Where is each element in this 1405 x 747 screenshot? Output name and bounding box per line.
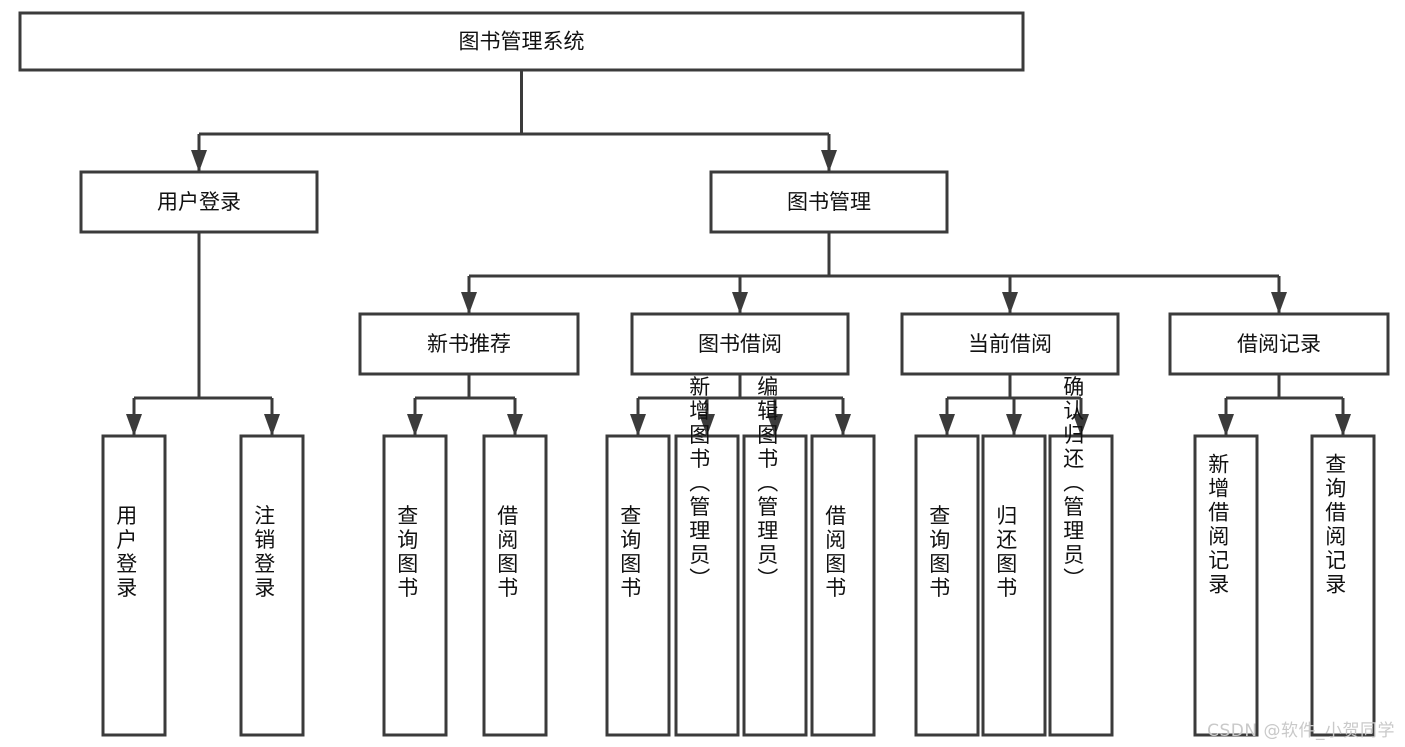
node-box-l_confirm_return[interactable] — [1048, 434, 1114, 737]
node-label-l_add_record: 新增借阅记录 — [1206, 453, 1230, 597]
node-box-l_edit_book[interactable] — [742, 434, 808, 737]
node-label-l_edit_book: 编辑图书（管理员） — [755, 376, 779, 592]
node-box-n_user_login[interactable] — [79, 170, 319, 234]
node-label-n_record: 借阅记录 — [1237, 332, 1321, 356]
node-label-l_query_book_3: 查询图书 — [927, 505, 951, 601]
node-label-l_add_book: 新增图书（管理员） — [687, 376, 711, 592]
arrow-head-icon — [191, 150, 207, 172]
node-label-l_return_book: 归还图书 — [994, 505, 1018, 601]
node-n_record[interactable]: 借阅记录 — [1168, 312, 1390, 376]
node-label-l_borrow_book_1: 借阅图书 — [495, 505, 519, 601]
arrow-head-icon — [1335, 414, 1351, 436]
node-l_query_book_3[interactable]: 查询图书 — [914, 434, 980, 737]
node-box-root[interactable] — [18, 11, 1025, 72]
node-label-n_borrow: 图书借阅 — [698, 332, 782, 356]
node-layer: 图书管理系统用户登录图书管理新书推荐图书借阅当前借阅借阅记录用户登录注销登录查询… — [18, 11, 1390, 737]
node-box-l_borrow_book_2[interactable] — [810, 434, 876, 737]
arrow-head-icon — [264, 414, 280, 436]
node-box-l_query_book_3[interactable] — [914, 434, 980, 737]
arrow-head-icon — [732, 292, 748, 314]
arrow-head-icon — [1006, 414, 1022, 436]
node-l_edit_book[interactable]: 编辑图书（管理员） — [742, 376, 808, 737]
node-box-n_borrow[interactable] — [630, 312, 850, 376]
arrow-head-icon — [699, 414, 715, 436]
arrow-head-icon — [767, 414, 783, 436]
node-l_confirm_return[interactable]: 确认归还（管理员） — [1048, 376, 1114, 737]
arrow-head-icon — [630, 414, 646, 436]
node-l_query_book_2[interactable]: 查询图书 — [605, 434, 671, 737]
node-box-l_return_book[interactable] — [981, 434, 1047, 737]
node-l_query_record[interactable]: 查询借阅记录 — [1310, 434, 1376, 737]
node-n_user_login[interactable]: 用户登录 — [79, 170, 319, 234]
node-label-l_borrow_book_2: 借阅图书 — [823, 505, 847, 601]
node-n_new_book[interactable]: 新书推荐 — [358, 312, 580, 376]
node-l_query_book_1[interactable]: 查询图书 — [382, 434, 448, 737]
node-box-n_record[interactable] — [1168, 312, 1390, 376]
arrow-head-icon — [1271, 292, 1287, 314]
node-box-l_borrow_book_1[interactable] — [482, 434, 548, 737]
arrow-head-icon — [821, 150, 837, 172]
node-box-l_logout[interactable] — [239, 434, 305, 737]
arrow-head-icon — [126, 414, 142, 436]
arrow-head-icon — [835, 414, 851, 436]
node-box-l_user_login[interactable] — [101, 434, 167, 737]
node-box-l_query_book_1[interactable] — [382, 434, 448, 737]
node-l_borrow_book_2[interactable]: 借阅图书 — [810, 434, 876, 737]
node-label-l_logout: 注销登录 — [252, 505, 276, 601]
node-l_logout[interactable]: 注销登录 — [239, 434, 305, 737]
node-label-l_confirm_return: 确认归还（管理员） — [1061, 376, 1085, 592]
arrow-head-icon — [1218, 414, 1234, 436]
node-label-l_query_book_2: 查询图书 — [618, 505, 642, 601]
arrow-head-icon — [461, 292, 477, 314]
node-box-l_add_record[interactable] — [1193, 434, 1259, 737]
node-label-root: 图书管理系统 — [459, 30, 585, 54]
node-label-n_new_book: 新书推荐 — [427, 332, 511, 356]
arrow-head-icon — [939, 414, 955, 436]
node-l_return_book[interactable]: 归还图书 — [981, 434, 1047, 737]
node-box-n_new_book[interactable] — [358, 312, 580, 376]
node-l_add_book[interactable]: 新增图书（管理员） — [674, 376, 740, 737]
node-label-n_current: 当前借阅 — [968, 332, 1052, 356]
node-box-n_current[interactable] — [900, 312, 1120, 376]
node-label-l_query_record: 查询借阅记录 — [1323, 453, 1347, 597]
node-box-l_add_book[interactable] — [674, 434, 740, 737]
arrow-head-icon — [507, 414, 523, 436]
csdn-watermark: CSDN @软件_小贺同学 — [1207, 721, 1395, 741]
node-label-n_book_manage: 图书管理 — [787, 190, 871, 214]
node-label-l_query_book_1: 查询图书 — [395, 505, 419, 601]
node-root[interactable]: 图书管理系统 — [18, 11, 1025, 72]
edge-layer — [126, 70, 1351, 436]
arrow-head-icon — [1002, 292, 1018, 314]
node-l_user_login[interactable]: 用户登录 — [101, 434, 167, 737]
node-n_book_manage[interactable]: 图书管理 — [709, 170, 949, 234]
node-l_add_record[interactable]: 新增借阅记录 — [1193, 434, 1259, 737]
node-label-l_user_login: 用户登录 — [114, 505, 138, 601]
node-box-l_query_record[interactable] — [1310, 434, 1376, 737]
node-box-l_query_book_2[interactable] — [605, 434, 671, 737]
node-l_borrow_book_1[interactable]: 借阅图书 — [482, 434, 548, 737]
node-n_current[interactable]: 当前借阅 — [900, 312, 1120, 376]
node-n_borrow[interactable]: 图书借阅 — [630, 312, 850, 376]
arrow-head-icon — [407, 414, 423, 436]
node-box-n_book_manage[interactable] — [709, 170, 949, 234]
node-label-n_user_login: 用户登录 — [157, 190, 241, 214]
arrow-head-icon — [1073, 414, 1089, 436]
